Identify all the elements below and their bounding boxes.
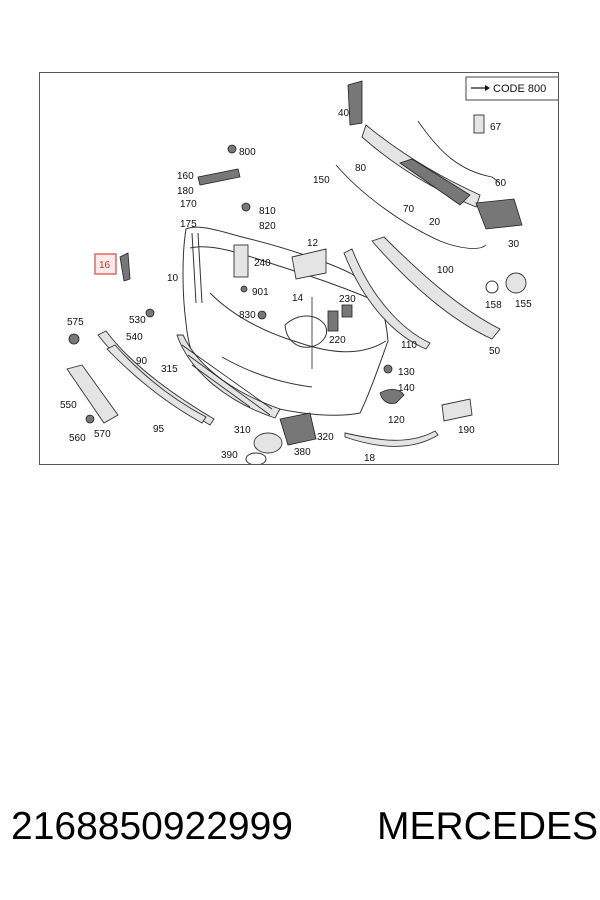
callout-180: 180 — [177, 186, 194, 197]
callout-130: 130 — [398, 367, 415, 378]
strip-160-180 — [197, 168, 241, 186]
callout-90: 90 — [136, 356, 148, 367]
callout-140: 140 — [398, 383, 415, 394]
callout-20: 20 — [429, 217, 441, 228]
lower-grille — [176, 334, 281, 419]
ring-158 — [485, 280, 499, 294]
part-30 — [475, 198, 523, 230]
callout-901: 901 — [252, 287, 269, 298]
callout-820: 820 — [259, 221, 276, 232]
callout-60: 60 — [495, 178, 507, 189]
part-number: 2168850922999 — [11, 805, 293, 848]
highlighted-part-16: 16 — [94, 253, 117, 275]
callout-830: 830 — [239, 310, 256, 321]
callout-570: 570 — [94, 429, 111, 440]
reinforcement-110 — [343, 248, 431, 350]
callout-540: 540 — [126, 332, 143, 343]
module-240 — [233, 244, 249, 278]
part-230 — [341, 304, 353, 318]
clip-901 — [240, 285, 248, 293]
callout-100: 100 — [437, 265, 454, 276]
callout-220: 220 — [329, 335, 346, 346]
plate-550 — [66, 364, 119, 424]
part-220 — [327, 310, 339, 332]
absorber-40 — [347, 80, 363, 126]
callout-800: 800 — [239, 147, 256, 158]
fog-frame-380 — [253, 432, 283, 454]
ring-390 — [245, 452, 267, 464]
bracket-16 — [119, 252, 131, 282]
flap-12 — [291, 248, 327, 280]
callout-320: 320 — [317, 432, 334, 443]
callout-190: 190 — [458, 425, 475, 436]
bumper-cover — [182, 226, 389, 416]
parts-diagram: CODE 800 — [39, 72, 559, 465]
code-800-box: CODE 800 — [465, 76, 558, 101]
sensor-155 — [505, 272, 527, 294]
part-67 — [473, 114, 485, 134]
callout-175: 175 — [180, 219, 197, 230]
callout-158: 158 — [485, 300, 502, 311]
callout-530: 530 — [129, 315, 146, 326]
lip-spoiler-18 — [344, 430, 439, 447]
callout-14: 14 — [292, 293, 304, 304]
screw-575 — [68, 333, 80, 345]
bracket-50 — [371, 236, 501, 340]
callout-150: 150 — [313, 175, 330, 186]
callout-110: 110 — [401, 340, 417, 351]
callout-10: 10 — [167, 273, 179, 284]
crossmember-20 — [399, 158, 471, 206]
highlighted-label: 16 — [99, 260, 111, 271]
screw-530 — [145, 308, 155, 318]
part-120 — [379, 389, 405, 404]
callout-550: 550 — [60, 400, 77, 411]
screw-810 — [241, 202, 251, 212]
callout-390: 390 — [221, 450, 238, 461]
callout-315: 315 — [161, 364, 178, 375]
callout-67: 67 — [490, 122, 502, 133]
callout-810: 810 — [259, 206, 276, 217]
callout-160: 160 — [177, 171, 194, 182]
callout-380: 380 — [294, 447, 311, 458]
wire-harness-70 — [335, 164, 487, 249]
brand-name: MERCEDES — [377, 805, 599, 848]
callout-50: 50 — [489, 346, 501, 357]
clip-830 — [257, 310, 267, 320]
callout-560: 560 — [69, 433, 86, 444]
callout-120: 120 — [388, 415, 405, 426]
screw-560 — [85, 414, 95, 424]
callout-170: 170 — [180, 199, 197, 210]
callout-155: 155 — [515, 299, 532, 310]
part-190 — [441, 398, 473, 422]
callout-575: 575 — [67, 317, 84, 328]
callout-12: 12 — [307, 238, 319, 249]
fog-bracket-320 — [279, 412, 317, 446]
code-label: CODE 800 — [493, 83, 546, 95]
arrow-head-icon — [485, 85, 490, 91]
callout-230: 230 — [339, 294, 356, 305]
wire-harness-60 — [417, 120, 501, 184]
exploded-view-drawing: CODE 800 — [60, 76, 558, 464]
callout-40: 40 — [338, 108, 350, 119]
screw-130 — [383, 364, 393, 374]
callout-18: 18 — [364, 453, 376, 464]
callout-310: 310 — [234, 425, 251, 436]
footer-row: 2168850922999 MERCEDES — [0, 805, 600, 865]
callout-30: 30 — [508, 239, 520, 250]
callout-70: 70 — [403, 204, 415, 215]
trim-strip-95 — [106, 344, 207, 424]
callout-240: 240 — [254, 258, 271, 269]
callout-95: 95 — [153, 424, 165, 435]
callout-80: 80 — [355, 163, 367, 174]
screw-800 — [227, 144, 237, 154]
